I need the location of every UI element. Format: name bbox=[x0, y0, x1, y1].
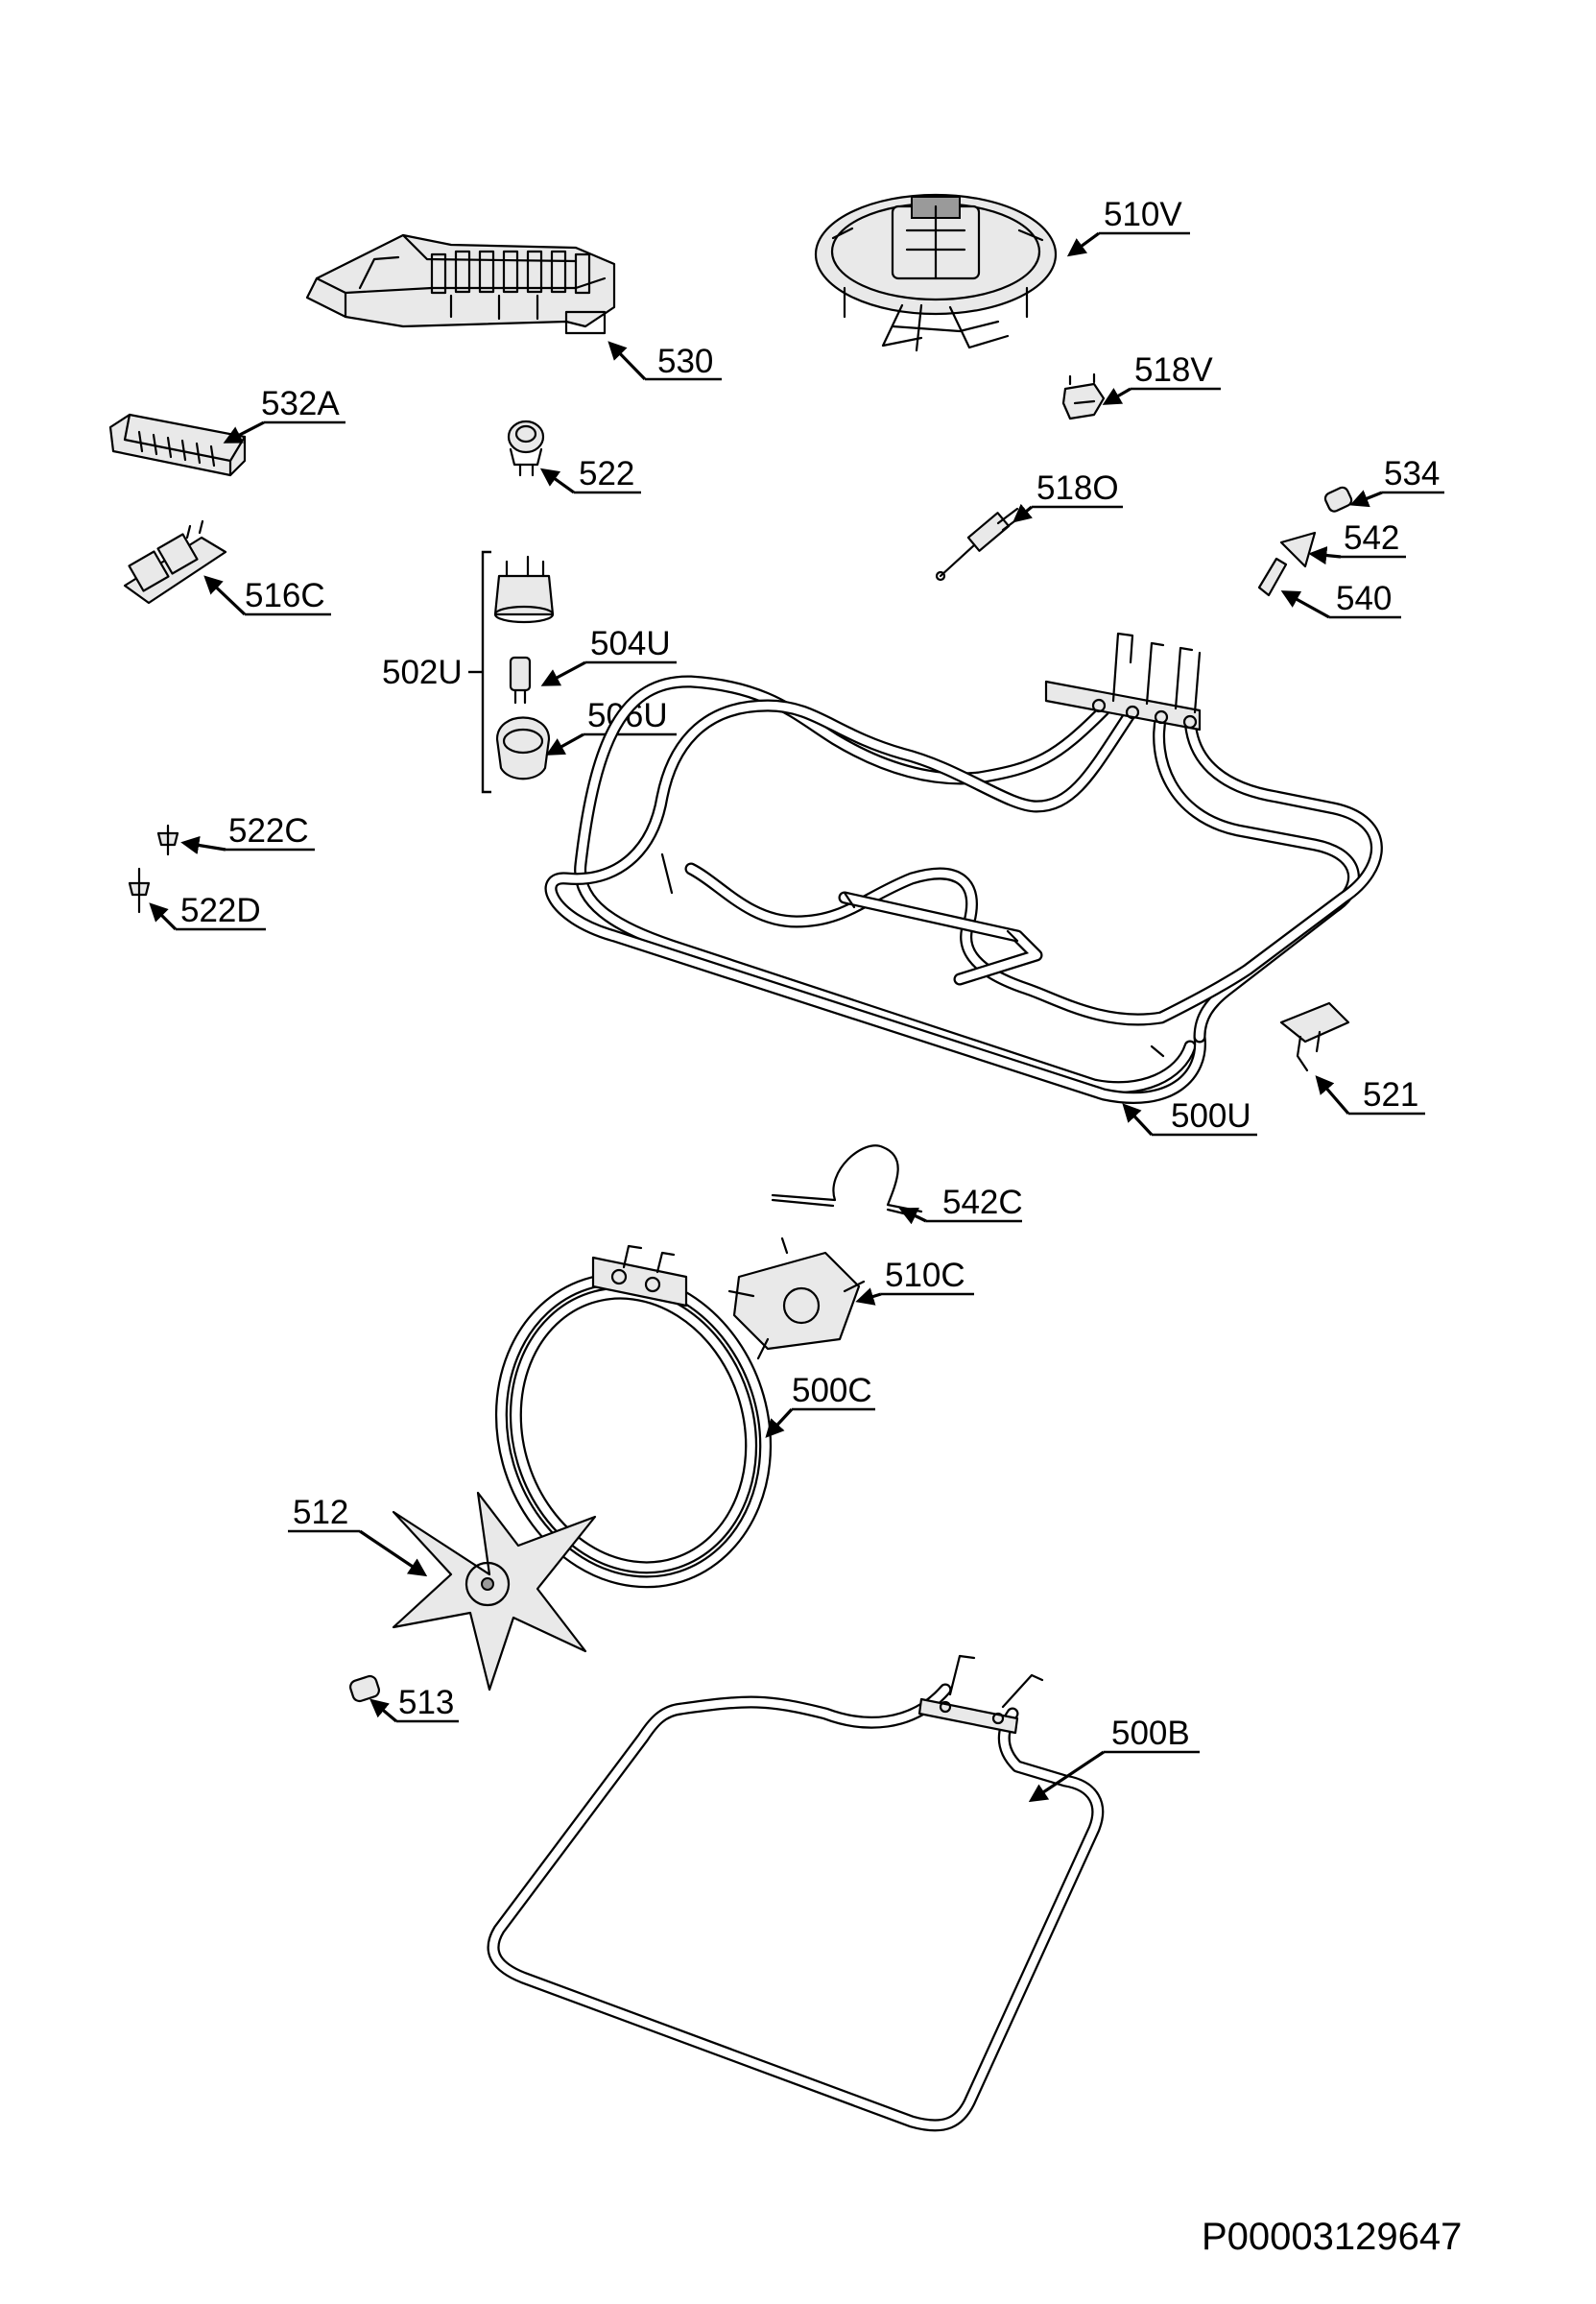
label-518V: 518V bbox=[1134, 351, 1213, 389]
label-521: 521 bbox=[1363, 1076, 1418, 1114]
part-513-nut bbox=[349, 1674, 380, 1703]
callout-513: 513 bbox=[369, 1684, 459, 1723]
callout-542: 542 bbox=[1308, 519, 1406, 565]
label-504U: 504U bbox=[590, 625, 671, 662]
part-510C-convection-motor bbox=[727, 1236, 866, 1360]
label-518O: 518O bbox=[1036, 469, 1119, 507]
callout-516C: 516C bbox=[203, 575, 331, 616]
callout-510C: 510C bbox=[855, 1257, 974, 1306]
part-532A-connector-strip bbox=[108, 413, 247, 477]
callout-510V: 510V bbox=[1066, 196, 1190, 257]
label-516C: 516C bbox=[245, 577, 325, 614]
part-500C-circular-heating-element bbox=[494, 1244, 773, 1589]
part-522C-screw bbox=[156, 824, 179, 856]
label-540: 540 bbox=[1336, 580, 1392, 617]
callout-532A: 532A bbox=[223, 385, 345, 444]
callout-522C: 522C bbox=[180, 812, 315, 854]
part-500B-bottom-heating-element bbox=[487, 1654, 1105, 2132]
bracket-502U: 502U bbox=[382, 550, 491, 794]
part-512-fan-blade bbox=[392, 1491, 597, 1692]
callout-518O: 518O bbox=[1012, 469, 1123, 523]
label-500B: 500B bbox=[1111, 1715, 1190, 1752]
callout-542C: 542C bbox=[898, 1184, 1023, 1225]
label-500U: 500U bbox=[1171, 1097, 1251, 1135]
label-534: 534 bbox=[1384, 455, 1440, 492]
part-534-knob-cap bbox=[1323, 486, 1353, 513]
callout-521: 521 bbox=[1315, 1075, 1425, 1116]
part-506U-lamp-glass bbox=[495, 716, 551, 780]
part-540-shaft bbox=[1257, 557, 1288, 597]
part-521-clip bbox=[1279, 1001, 1350, 1072]
label-510C: 510C bbox=[885, 1257, 965, 1294]
part-502U-lamp-socket bbox=[493, 555, 555, 624]
label-532A: 532A bbox=[261, 385, 340, 422]
label-522C: 522C bbox=[228, 812, 309, 850]
label-522: 522 bbox=[579, 455, 634, 492]
part-530-terminal-block bbox=[305, 233, 616, 335]
part-518O-sensor bbox=[935, 507, 1024, 582]
label-510V: 510V bbox=[1104, 196, 1182, 233]
callout-522D: 522D bbox=[149, 892, 266, 931]
part-500U-top-heating-element bbox=[544, 632, 1383, 1105]
callout-500C: 500C bbox=[765, 1372, 875, 1438]
label-542: 542 bbox=[1344, 519, 1399, 557]
label-542C: 542C bbox=[942, 1184, 1023, 1221]
label-530: 530 bbox=[657, 343, 713, 380]
label-522D: 522D bbox=[180, 892, 261, 929]
part-522D-screw bbox=[128, 867, 151, 914]
label-513: 513 bbox=[398, 1684, 454, 1721]
callout-540: 540 bbox=[1280, 580, 1401, 619]
part-522-lamp-holder bbox=[507, 420, 545, 477]
callout-500B: 500B bbox=[1028, 1715, 1200, 1803]
callout-522: 522 bbox=[539, 455, 641, 494]
part-518V-clip bbox=[1061, 372, 1106, 420]
label-500C: 500C bbox=[792, 1372, 872, 1409]
callout-530: 530 bbox=[607, 341, 722, 381]
part-516C-circuit-board bbox=[123, 519, 227, 605]
callout-518V: 518V bbox=[1102, 351, 1221, 405]
label-512: 512 bbox=[293, 1494, 348, 1531]
callout-512: 512 bbox=[288, 1494, 428, 1577]
callout-534: 534 bbox=[1349, 455, 1444, 508]
part-504U-bulb bbox=[509, 656, 532, 705]
part-510V-fan-motor bbox=[814, 193, 1058, 352]
part-542-cone bbox=[1279, 531, 1317, 568]
callout-504U: 504U bbox=[540, 625, 677, 686]
label-502U: 502U bbox=[382, 654, 463, 691]
callout-500U: 500U bbox=[1122, 1097, 1257, 1137]
part-542C-wire-clip bbox=[771, 1144, 923, 1219]
drawing-code: P00003129647 bbox=[1202, 2216, 1462, 2258]
